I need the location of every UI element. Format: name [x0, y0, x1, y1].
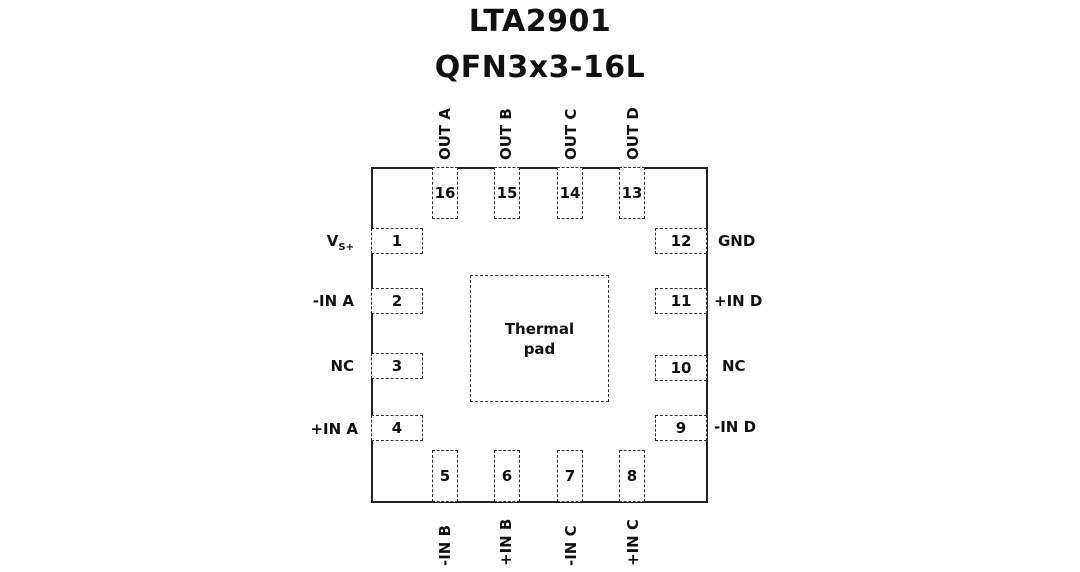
pin-5-pad: 5 — [432, 450, 458, 502]
pin-11-label: +IN D — [714, 292, 763, 310]
thermal-pad-label-line2: pad — [523, 339, 556, 358]
pin-1-pad: 1 — [371, 228, 423, 254]
pin-11-pad: 11 — [655, 288, 707, 314]
package-subtitle: QFN3x3-16L — [434, 50, 646, 85]
pin-12-pad: 12 — [655, 228, 707, 254]
pin-15-pad: 15 — [494, 167, 520, 219]
pin-6-pad: 6 — [494, 450, 520, 502]
pin-1-name-subscript: S+ — [338, 242, 354, 253]
pin-14-pad: 14 — [557, 167, 583, 219]
pin-3-label: NC — [330, 357, 354, 375]
pin-4-label: +IN A — [310, 420, 358, 438]
pin-6-label: +IN B — [497, 518, 515, 566]
pin-12-label: GND — [718, 232, 756, 250]
pin-13-label: OUT D — [624, 107, 642, 160]
pin-9-pad: 9 — [655, 415, 707, 441]
pin-1-name: V — [326, 232, 339, 250]
pin-15-label: OUT B — [497, 108, 515, 160]
pin-7-label: -IN C — [562, 525, 580, 566]
pin-5-label: -IN B — [436, 524, 454, 566]
pin-4-pad: 4 — [371, 415, 423, 441]
pin-8-label: +IN C — [624, 519, 642, 566]
thermal-pad: Thermal pad — [470, 275, 609, 402]
pin-1-label: VS+ — [274, 232, 354, 253]
pin-2-label: -IN A — [312, 292, 354, 310]
pin-10-pad: 10 — [655, 355, 707, 381]
pin-2-pad: 2 — [371, 288, 423, 314]
pin-16-label: OUT A — [436, 108, 454, 160]
pin-8-pad: 8 — [619, 450, 645, 502]
pin-13-pad: 13 — [619, 167, 645, 219]
pin-16-pad: 16 — [432, 167, 458, 219]
pin-7-pad: 7 — [557, 450, 583, 502]
chip-body — [371, 167, 708, 503]
pin-14-label: OUT C — [562, 108, 580, 160]
diagram-title: LTA2901 — [468, 4, 612, 39]
pin-10-label: NC — [722, 357, 746, 375]
pin-3-pad: 3 — [371, 353, 423, 379]
pin-9-label: -IN D — [714, 418, 757, 436]
thermal-pad-label-line1: Thermal — [504, 319, 575, 338]
